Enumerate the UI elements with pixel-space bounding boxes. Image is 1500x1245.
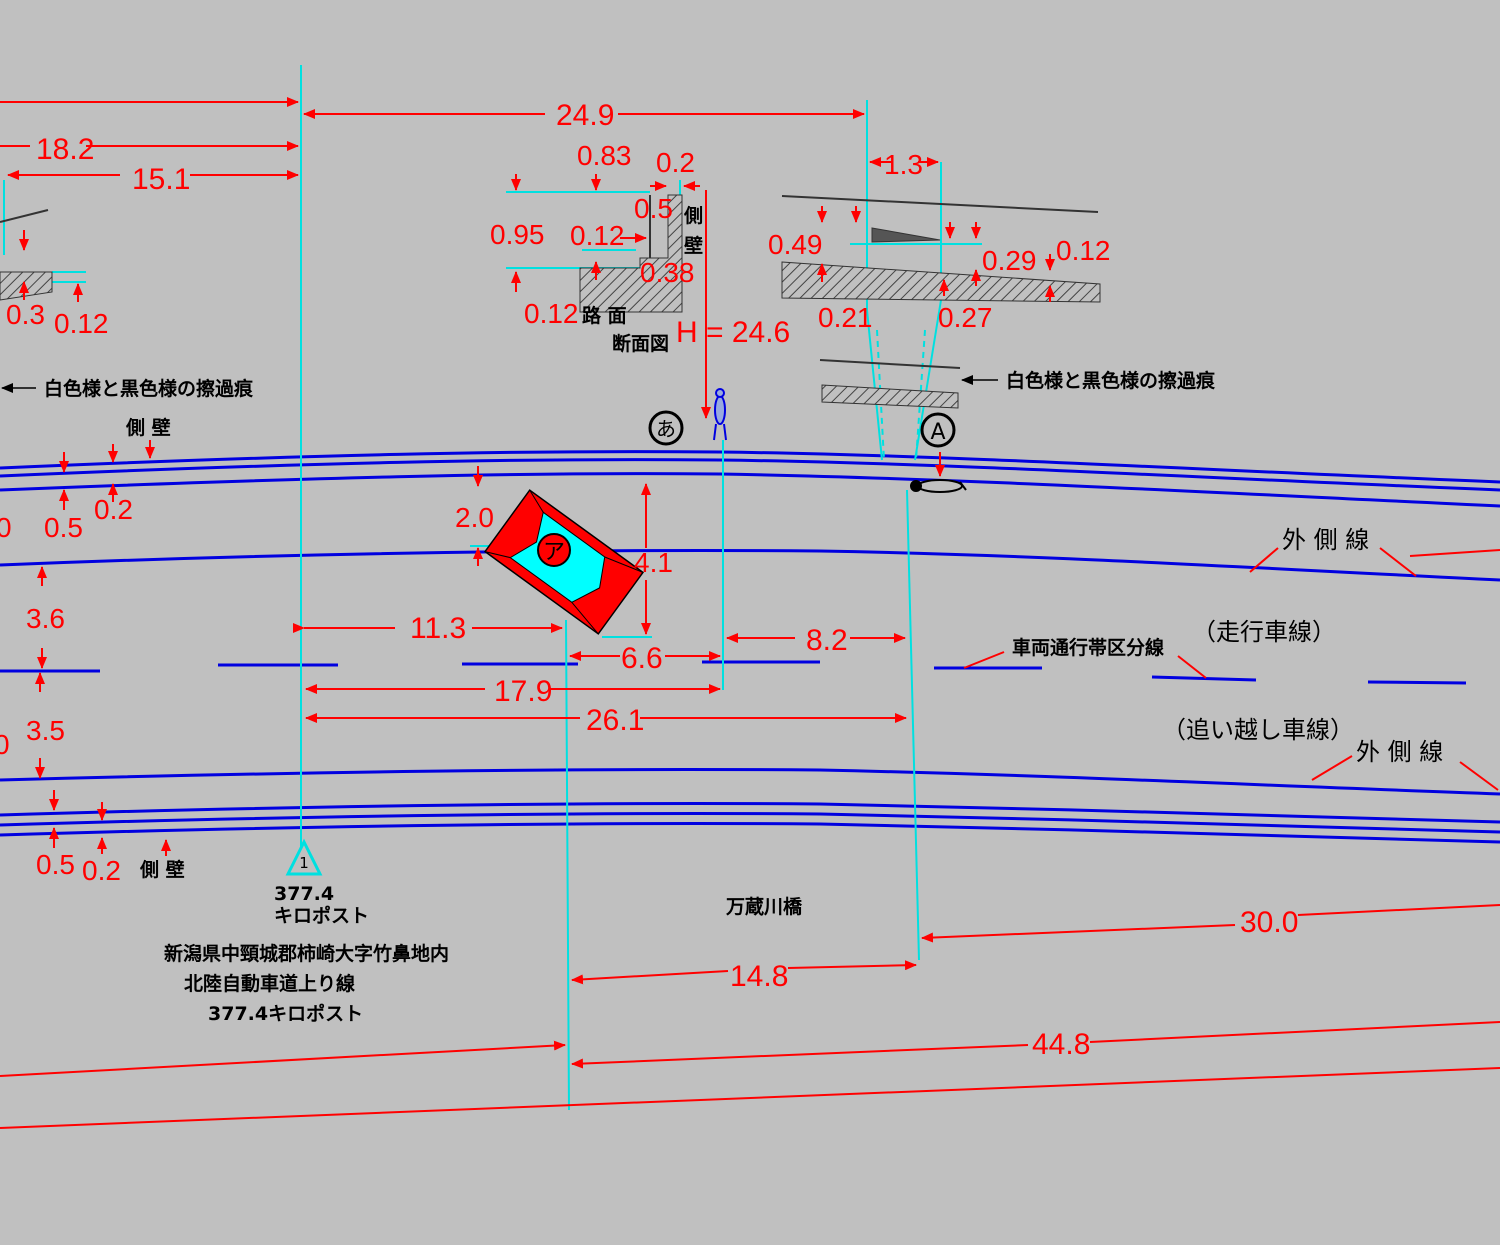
- outer-line-driving: [0, 549, 1500, 582]
- dim-0-12-c: 0.12: [1056, 235, 1111, 266]
- dim-14-8: 14.8: [730, 960, 788, 993]
- side-wall-vertical-2: 壁: [684, 234, 703, 257]
- road-lines: [0, 450, 1500, 844]
- text-labels: 路 面 断面図 側 壁 側 壁 側 壁 白色様と黒色様の擦過痕 白色様と黒色様の…: [44, 205, 1443, 1025]
- side-wall-line-bottom-1: [0, 801, 1500, 824]
- road-cross-section-left: [0, 209, 53, 301]
- outer-line-label-1: 外 側 線: [1282, 526, 1369, 554]
- section-title-label: 断面図: [612, 332, 669, 355]
- callout-lines: [963, 547, 1499, 791]
- dim-3-5: 3.5: [26, 715, 65, 746]
- kilometer-post-unit: キロポスト: [274, 904, 369, 927]
- dim-24-9: 24.9: [556, 99, 614, 132]
- dim-44-8: 44.8: [1032, 1028, 1090, 1061]
- leader-lines: [1, 375, 998, 393]
- side-wall-line-top-1: [0, 450, 1500, 484]
- side-wall-line-bottom-2: [0, 811, 1500, 834]
- dim-30-0: 30.0: [1240, 906, 1298, 939]
- location-line-2: 北陸自動車道上り線: [184, 972, 355, 995]
- dimension-lines: [0, 97, 1500, 1129]
- dim-17-9: 17.9: [494, 675, 552, 708]
- dim-0-38: 0.38: [640, 257, 695, 288]
- dim-0-12-d: 0.12: [54, 308, 109, 339]
- dim-0-83: 0.83: [577, 140, 632, 171]
- dim-0-27: 0.27: [938, 302, 993, 333]
- dim-2-0: 2.0: [455, 502, 494, 533]
- dim-0-95: 0.95: [490, 219, 545, 250]
- dimension-labels: 18.2 15.1 24.9 0.83 0.2 1.3 0.95 0.12 0.…: [0, 99, 1298, 1061]
- dim-0-5-b: 0.5: [44, 512, 83, 543]
- dim-0-5-c: 0.5: [36, 849, 75, 880]
- dim-6-6: 6.6: [621, 642, 663, 675]
- kilometer-post-marker: 1: [285, 838, 323, 876]
- driving-lane-label: （走行車線）: [1192, 618, 1336, 646]
- dim-15-1: 15.1: [132, 163, 190, 196]
- bridge-label: 万蔵川橋: [725, 895, 803, 918]
- side-wall-label-top: 側 壁: [125, 416, 171, 439]
- svg-text:あ: あ: [656, 417, 676, 441]
- dim-0-2-c: 0.2: [82, 855, 121, 886]
- outer-line-label-2: 外 側 線: [1356, 738, 1443, 766]
- dim-0-5-a: 0.5: [634, 193, 673, 224]
- lane-divider-dashes: [0, 660, 1467, 685]
- passing-lane-label: （追い越し車線）: [1162, 716, 1354, 744]
- dim-0-3: 0.3: [6, 299, 45, 330]
- svg-text:ア: ア: [543, 540, 565, 565]
- svg-text:1: 1: [299, 854, 309, 872]
- section-road-label: 路 面: [582, 304, 627, 327]
- person-a-figure: [713, 388, 727, 441]
- dim-0-29: 0.29: [982, 245, 1037, 276]
- outer-line-top: [0, 472, 1500, 508]
- location-line-3: 377.4キロポスト: [208, 1002, 363, 1025]
- scrape-mark-label-right: 白色様と黒色様の擦過痕: [1006, 369, 1216, 392]
- dim-0-2-b: 0.2: [94, 494, 133, 525]
- dim-0-12-b: 0.12: [524, 298, 579, 329]
- dim-1-3: 1.3: [884, 149, 923, 180]
- dim-18-2: 18.2: [36, 133, 94, 166]
- small-dimension-ticks: [19, 174, 1055, 856]
- dim-0-2-top: 0.2: [656, 147, 695, 178]
- side-wall-vertical-1: 側: [683, 205, 703, 227]
- dim-0-49: 0.49: [768, 229, 823, 260]
- vehicle-a-marker: ア: [537, 533, 571, 567]
- h-distance-label: H = 24.6: [676, 316, 790, 349]
- dim-0-21: 0.21: [818, 302, 873, 333]
- dim-0-12-a: 0.12: [570, 220, 625, 251]
- dim-26-1: 26.1: [586, 704, 644, 737]
- location-line-1: 新潟県中頸城郡柿崎大字竹鼻地内: [164, 942, 449, 965]
- marker-a-hiragana: あ: [648, 410, 684, 446]
- dim-0-left-2: 0: [0, 729, 10, 760]
- side-wall-line-top-2: [0, 458, 1500, 492]
- marker-a-latin: A: [920, 412, 956, 448]
- side-wall-line-bottom-3: [0, 821, 1500, 844]
- side-wall-label-bottom: 側 壁: [139, 858, 185, 881]
- outer-line-passing: [0, 767, 1500, 796]
- dim-4-1: 4.1: [634, 547, 673, 578]
- scrape-mark-label-left: 白色様と黒色様の擦過痕: [44, 377, 254, 400]
- dim-11-3: 11.3: [410, 612, 466, 645]
- person-a-lying-figure: [910, 479, 967, 493]
- kilometer-post-value: 377.4: [274, 883, 334, 905]
- road-cross-section-middle: [579, 194, 683, 313]
- dim-3-6: 3.6: [26, 603, 65, 634]
- lane-divider-label: 車両通行帯区分線: [1012, 636, 1164, 659]
- svg-text:A: A: [930, 420, 945, 445]
- dim-8-2: 8.2: [806, 624, 848, 657]
- dim-0-left: 0: [0, 512, 12, 543]
